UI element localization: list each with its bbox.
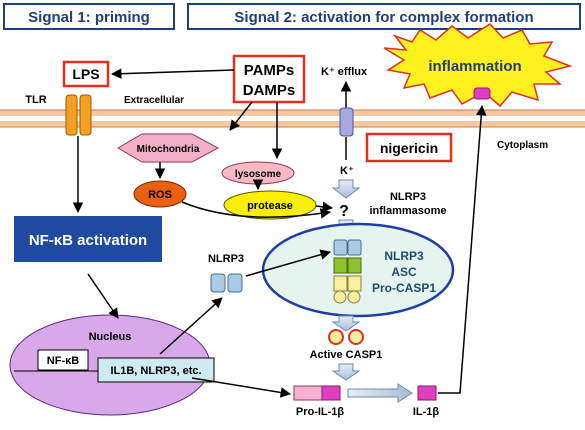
inflammation-label: inflammation [428,58,521,75]
lps-box: LPS [62,60,110,88]
signal2-header-text: Signal 2: activation for complex formati… [234,9,533,26]
complex-procasp1-label: Pro-CASP1 [372,281,436,295]
signal1-header-text: Signal 1: priming [28,9,150,26]
complex-nlrp3-blocks [333,239,362,256]
k-efflux-label: K⁺ efflux [321,66,368,78]
inflammation-starburst: inflammation [383,23,573,108]
nucleus-label: Nucleus [89,331,132,343]
protease-label: protease [247,200,293,212]
arrow-il1b-release [438,104,487,394]
block-arrow-k-down [331,179,361,199]
signal1-header: Signal 1: priming [3,3,175,30]
nigericin-label: nigericin [380,140,438,156]
arrow-nucleus-to-nlrp3 [159,297,223,355]
tlr-label: TLR [25,94,46,106]
lps-label: LPS [72,66,99,82]
tlr-receptor-icon [65,94,92,136]
inflammasome-label-line2: inflammasome [369,205,446,217]
lysosome-icon: lysosome [221,161,295,185]
lysosome-label: lysosome [235,169,282,180]
nfkb-activation-box: NF-κB activation [14,216,162,262]
damps-label: DAMPs [243,82,296,99]
k-plus-label: K⁺ [340,165,354,177]
nigericin-box: nigericin [365,132,453,163]
mitochondria-label: Mitochondria [137,144,200,155]
complex-nlrp3-label: NLRP3 [384,249,424,263]
nfkb-activation-label: NF-κB activation [29,232,147,249]
pro-il1b-icon [293,385,341,401]
pro-il1b-label: Pro-IL-1β [296,406,345,418]
il1b-icon [417,385,437,401]
ros-label: ROS [148,189,172,201]
block-arrow-to-casp1 [331,315,361,332]
ros-icon: ROS [133,180,187,208]
pamps-label: PAMPs [244,62,295,79]
arrow-pamps-to-mito [229,101,253,131]
complex-asc-blocks [333,257,362,274]
active-casp1-label: Active CASP1 [310,349,383,361]
arrow-pamps-to-lps [110,68,235,79]
gene-targets-label: IL1B, NLRP3, etc. [110,365,201,377]
arrow-nlrp3-to-complex [245,249,332,277]
nlrp3-monomer-icon [210,273,243,293]
cytoplasm-label: Cytoplasm [497,140,548,151]
block-arrow-cleavage [347,383,413,403]
released-il1b-icon [473,87,491,100]
nlrp3-monomer-label: NLRP3 [208,253,244,265]
protease-icon: protease [223,190,317,220]
potassium-channel-icon [339,107,354,137]
pamps-damps-box: PAMPs DAMPs [232,54,306,104]
mitochondria-icon: Mitochondria [117,133,220,163]
arrow-protease-to-question [315,201,334,213]
inflammasome-label-line1: NLRP3 [390,191,426,203]
question-mark: ? [339,203,349,220]
nfkb-nucleus-label: NF-κB [47,355,79,367]
arrow-nfkb-to-nucleus [87,273,119,319]
block-arrow-to-cleavage [331,363,361,381]
complex-asc-label: ASC [391,265,417,279]
signal2-header: Signal 2: activation for complex formati… [187,3,581,30]
arrow-nucleus-to-proil1b [191,377,292,398]
complex-procasp1-blocks [333,275,362,304]
nucleus: Nucleus NF-κB IL1B, NLRP3, etc. [9,314,215,416]
il1b-label: IL-1β [413,406,440,418]
active-casp1-icon [328,329,364,345]
arrow-ros-to-question [181,201,332,219]
extracellular-label: Extracellular [124,95,184,106]
cell-membrane [0,109,585,128]
